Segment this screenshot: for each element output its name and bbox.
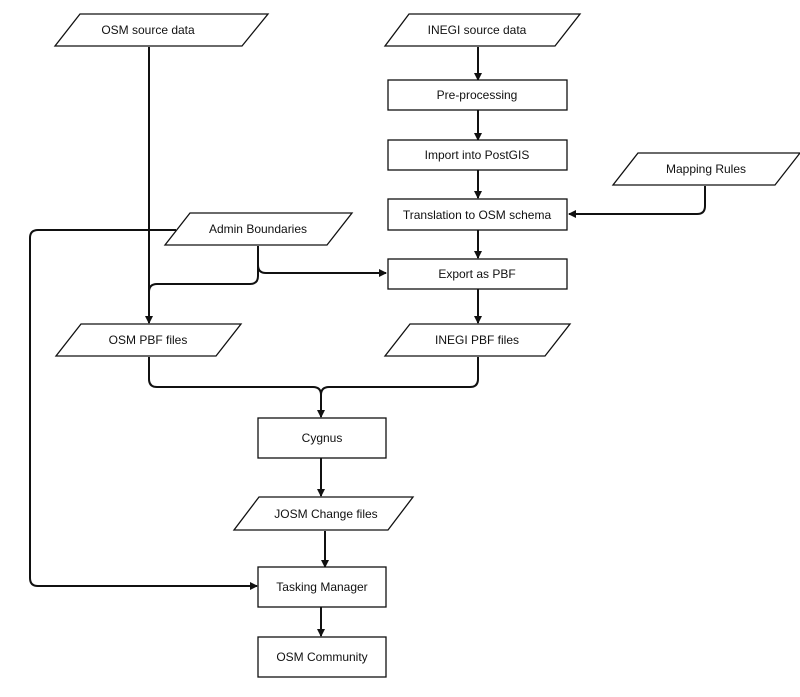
node-tasking-manager: Tasking Manager xyxy=(257,566,387,608)
node-mapping-rules: Mapping Rules xyxy=(611,152,800,186)
node-cygnus: Cygnus xyxy=(257,417,387,459)
node-osm-source-data: OSM source data xyxy=(53,13,270,47)
node-label: INEGI source data xyxy=(428,23,527,37)
node-translation-to-osm-schema: Translation to OSM schema xyxy=(387,198,568,231)
node-label: INEGI PBF files xyxy=(435,333,519,347)
edge-inegi-pbf-to-cygnus xyxy=(320,357,479,396)
node-export-as-pbf: Export as PBF xyxy=(387,258,568,290)
node-osm-community: OSM Community xyxy=(257,636,387,678)
node-label: OSM Community xyxy=(276,650,367,664)
edge-osm-pbf-to-cygnus xyxy=(148,357,325,418)
node-label: JOSM Change files xyxy=(274,507,377,521)
node-label: Tasking Manager xyxy=(276,580,367,594)
node-label: Pre-processing xyxy=(437,88,518,102)
edge-admin-to-tasking xyxy=(29,229,258,590)
node-label: OSM PBF files xyxy=(109,333,188,347)
node-osm-pbf-files: OSM PBF files xyxy=(54,323,243,357)
node-import-into-postgis: Import into PostGIS xyxy=(387,139,568,171)
node-inegi-pbf-files: INEGI PBF files xyxy=(383,323,572,357)
node-label: Export as PBF xyxy=(438,267,515,281)
node-label: OSM source data xyxy=(101,23,195,37)
edge-admin-to-osm-pbf xyxy=(148,246,259,293)
node-label: Admin Boundaries xyxy=(209,222,307,236)
edges xyxy=(29,47,706,637)
node-pre-processing: Pre-processing xyxy=(387,79,568,111)
node-label: Mapping Rules xyxy=(666,162,746,176)
node-inegi-source-data: INEGI source data xyxy=(383,13,582,47)
edge-admin-to-export xyxy=(257,246,387,277)
node-josm-change-files: JOSM Change files xyxy=(232,496,415,531)
node-label: Import into PostGIS xyxy=(425,148,530,162)
edge-mapping-rules-to-translation xyxy=(568,186,706,218)
node-label: Translation to OSM schema xyxy=(403,208,552,222)
node-label: Cygnus xyxy=(302,431,343,445)
node-admin-boundaries: Admin Boundaries xyxy=(163,212,354,246)
